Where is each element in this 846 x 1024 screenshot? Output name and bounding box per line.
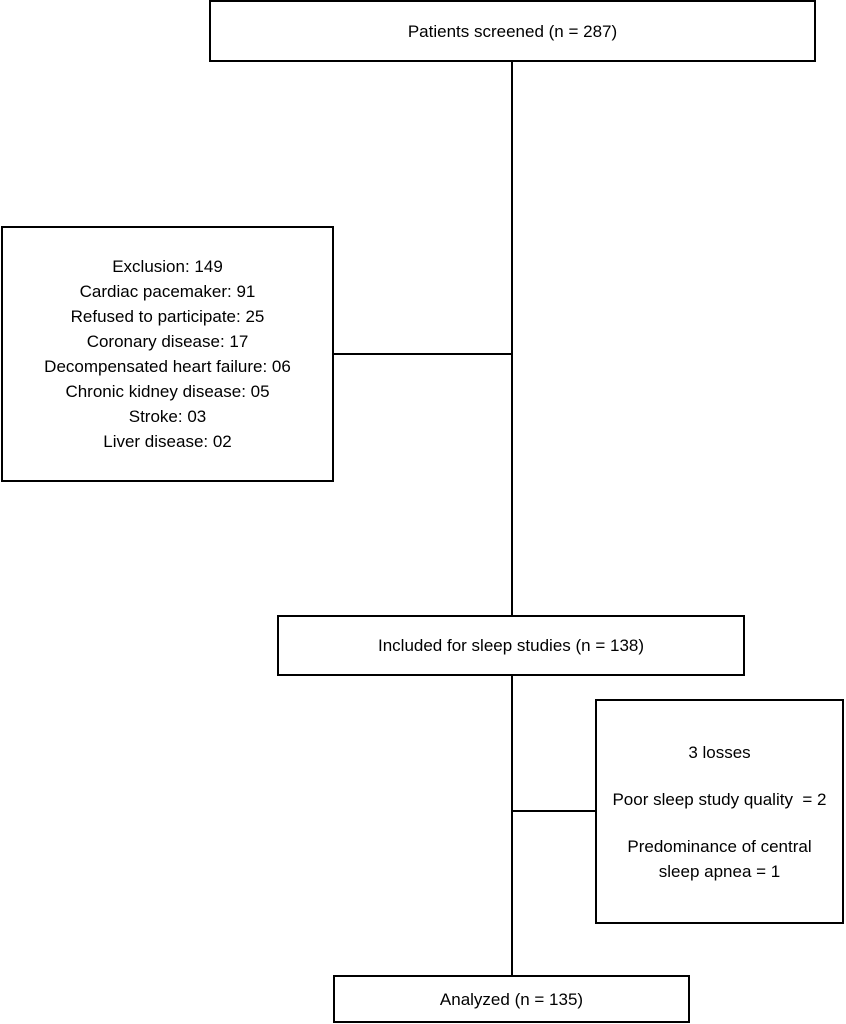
exclusion-kidney-disease: Chronic kidney disease: 05 bbox=[65, 382, 270, 401]
included-box: Included for sleep studies (n = 138) bbox=[277, 615, 745, 676]
analyzed-box: Analyzed (n = 135) bbox=[333, 975, 690, 1023]
main-vertical-connector-bottom bbox=[511, 675, 513, 977]
losses-title: 3 losses bbox=[688, 742, 751, 762]
exclusion-heart-failure: Decompensated heart failure: 06 bbox=[44, 357, 291, 376]
exclusion-box: Exclusion: 149 Cardiac pacemaker: 91 Ref… bbox=[1, 226, 334, 482]
exclusion-liver-disease: Liver disease: 02 bbox=[103, 432, 232, 451]
screened-text: Patients screened (n = 287) bbox=[407, 21, 618, 41]
losses-central-apnea-line2: sleep apnea = 1 bbox=[658, 861, 781, 881]
losses-central-apnea-line1: Predominance of central bbox=[627, 836, 812, 856]
main-vertical-connector-top bbox=[511, 62, 513, 616]
screened-box: Patients screened (n = 287) bbox=[209, 0, 816, 62]
exclusion-cardiac-pacemaker: Cardiac pacemaker: 91 bbox=[79, 282, 256, 301]
exclusion-branch-connector bbox=[333, 353, 513, 355]
exclusion-total: Exclusion: 149 bbox=[112, 257, 223, 276]
exclusion-coronary-disease: Coronary disease: 17 bbox=[86, 332, 249, 351]
analyzed-text: Analyzed (n = 135) bbox=[439, 989, 584, 1009]
included-text: Included for sleep studies (n = 138) bbox=[377, 636, 645, 655]
losses-box: 3 losses Poor sleep study quality = 2 Pr… bbox=[595, 699, 844, 924]
exclusion-refused: Refused to participate: 25 bbox=[70, 307, 265, 326]
losses-poor-quality: Poor sleep study quality = 2 bbox=[612, 789, 827, 809]
exclusion-stroke: Stroke: 03 bbox=[128, 407, 207, 426]
losses-branch-connector bbox=[511, 810, 597, 812]
